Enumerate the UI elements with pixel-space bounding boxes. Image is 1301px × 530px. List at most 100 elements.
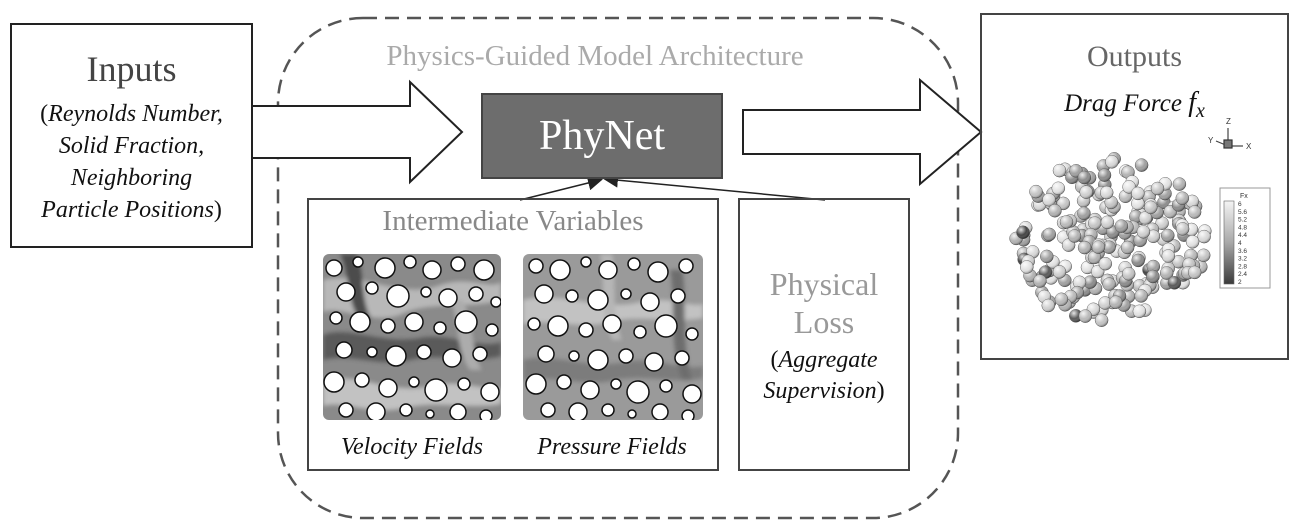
particle-highlight (1172, 255, 1185, 269)
loss-sub-line-2: Supervision (763, 378, 877, 404)
particle-highlight (1033, 274, 1047, 288)
colorbar-tick-label: 5.2 (1238, 217, 1247, 224)
particle-highlight (1161, 249, 1175, 263)
particle-highlight (1114, 219, 1128, 233)
inputs-description: (Reynolds Number, Solid Fraction, Neighb… (10, 98, 253, 226)
particle-highlight (1197, 248, 1211, 262)
inputs-line-1: Reynolds Number, (48, 101, 223, 127)
particle-highlight (1100, 215, 1114, 229)
colorbar-tick-label: 6 (1238, 201, 1242, 208)
colorbar-tick-label: 3.6 (1238, 248, 1247, 255)
colorbar-tick-label: 4.4 (1238, 232, 1247, 239)
inputs-close-paren: ) (213, 197, 222, 223)
particle-highlight (1078, 309, 1092, 323)
particle-highlight (1146, 270, 1160, 283)
particle-highlight (1176, 222, 1190, 236)
particle-highlight (1069, 309, 1083, 323)
intermediate-variables-title: Intermediate Variables (382, 205, 644, 237)
particle-highlight (1172, 177, 1186, 191)
physical-loss-subtitle: (Aggregate Supervision) (738, 345, 910, 407)
particle-cloud-image (1009, 152, 1212, 327)
axes-triad (1215, 128, 1243, 149)
outputs-box (980, 13, 1289, 360)
particle-highlight (1048, 204, 1062, 218)
particle-highlight (1020, 260, 1034, 274)
particle-highlight (1122, 267, 1136, 281)
outputs-subtitle: Drag Force fx (980, 87, 1289, 123)
intermediate-to-phynet-arrow (519, 175, 603, 201)
particle-highlight (1197, 230, 1211, 244)
particle-highlight (1175, 191, 1189, 205)
architecture-title: Physics-Guided Model Architecture (386, 40, 804, 72)
particle-highlight (1136, 225, 1150, 239)
particle-highlight (1054, 292, 1068, 306)
particle-highlight (1083, 275, 1097, 289)
inputs-line-3: Neighboring (70, 165, 193, 191)
physical-loss-title-line-2: Loss (793, 304, 855, 340)
particle-highlight (1079, 185, 1093, 199)
particle-highlight (1078, 241, 1092, 255)
physical-loss-title: Physical Loss (738, 265, 910, 341)
particle-highlight (1095, 313, 1109, 327)
loss-to-phynet-arrow (603, 172, 826, 201)
particle-highlight (1053, 164, 1066, 178)
particle-highlight (1121, 241, 1135, 254)
inputs-line-4: Particle Positions (41, 197, 214, 223)
intermediate-variables-box (307, 198, 719, 471)
particle-highlight (1188, 205, 1202, 219)
colorbar: Fx 65.65.24.84.443.63.22.82.42 (1219, 187, 1271, 289)
particle-highlight (1081, 260, 1094, 274)
particle-highlight (1088, 216, 1102, 230)
input-arrow (253, 79, 464, 185)
colorbar-tick-label: 2.4 (1238, 271, 1247, 278)
colorbar-tick-label: 4.8 (1238, 224, 1247, 231)
particle-highlight (1151, 182, 1164, 195)
particle-highlight (1029, 185, 1043, 199)
output-arrow (742, 77, 983, 187)
particle-highlight (1132, 304, 1146, 318)
particle-highlight (1135, 158, 1149, 172)
particle-highlight (1040, 249, 1054, 263)
velocity-fields-label: Velocity Fields (341, 434, 483, 460)
particle-highlight (1088, 250, 1101, 264)
particle-highlight (1041, 299, 1055, 312)
particle-highlight (1098, 257, 1112, 271)
outputs-subtitle-text: Drag Force (1064, 90, 1189, 117)
colorbar-tick-label: 2.8 (1238, 263, 1247, 270)
inputs-title: Inputs (86, 49, 177, 89)
particle-highlight (1100, 186, 1114, 200)
inputs-open-paren: ( (40, 101, 49, 127)
axis-x-label: X (1246, 142, 1252, 151)
particle-highlight (1146, 229, 1160, 243)
particle-highlight (1138, 211, 1152, 225)
particle-highlight (1161, 229, 1175, 242)
particle-highlight (1146, 260, 1160, 273)
physical-loss-title-line-1: Physical (769, 266, 879, 302)
velocity-field-image (323, 254, 501, 420)
particle-highlight (1188, 265, 1202, 279)
particle-highlight (1098, 296, 1112, 310)
loss-close-paren: ) (876, 378, 885, 404)
particle-highlight (1060, 215, 1073, 229)
particle-highlight (1131, 253, 1145, 267)
particle-highlight (1077, 206, 1091, 220)
pressure-fields-label: Pressure Fields (537, 434, 687, 460)
particle-highlight (1102, 277, 1116, 291)
particle-highlight (1144, 200, 1158, 214)
pressure-field-image (523, 254, 703, 420)
particle-highlight (1167, 276, 1181, 290)
phynet-block: PhyNet (481, 93, 723, 179)
colorbar-tick-label: 4 (1238, 240, 1242, 247)
particle-highlight (1016, 225, 1030, 239)
particle-highlight (1042, 227, 1056, 241)
particle-highlight (1091, 240, 1105, 254)
drag-force-symbol: f (1188, 87, 1196, 118)
particle-highlight (1051, 181, 1065, 195)
loss-sub-line-1: Aggregate (778, 347, 878, 373)
particle-highlight (1155, 216, 1169, 230)
particle-highlight (1042, 193, 1056, 207)
particle-highlight (1131, 186, 1145, 200)
particle-highlight (1073, 275, 1086, 289)
particle-highlight (1053, 265, 1066, 279)
